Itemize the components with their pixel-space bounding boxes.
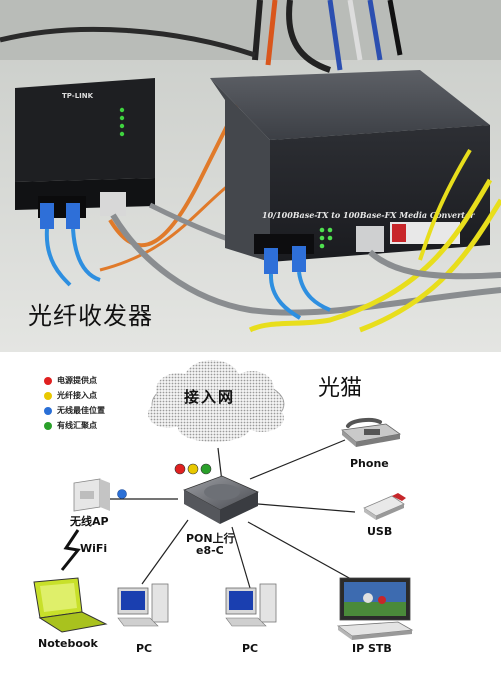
wireless-ap-label: 无线AP	[70, 515, 109, 528]
wireless-ap-icon	[73, 478, 110, 512]
cloud-label: 接入网	[184, 388, 236, 406]
photo-caption: 光纤收发器	[28, 302, 153, 330]
notebook-icon	[33, 577, 108, 633]
wireless-spot-dot	[117, 489, 127, 499]
center-label-line2: e8-C	[196, 544, 224, 557]
diagram-title: 光猫	[318, 376, 363, 401]
link-usb	[257, 503, 356, 513]
network-diagram	[33, 360, 414, 640]
pc-2-icon	[225, 583, 277, 627]
large-converter-label: 10/100Base-TX to 100Base-FX Media Conver…	[262, 210, 475, 220]
legend-dot	[44, 406, 52, 415]
ip-stb-label: IP STB	[352, 642, 392, 655]
link-stb	[247, 521, 361, 585]
notebook-label: Notebook	[38, 637, 98, 650]
legend-label: 光纤接入点	[57, 391, 97, 400]
wifi-signal-icon	[60, 529, 81, 571]
pc-1-label: PC	[136, 642, 153, 655]
legend-label: 电源提供点	[57, 376, 97, 385]
fiber-converter-photo: TP-LINK 10/100Base-TX to 100Base-FX Medi…	[0, 0, 501, 352]
link-pc2	[231, 526, 251, 589]
legend-dot	[44, 421, 52, 430]
legend-dot	[44, 391, 52, 400]
ip-stb-icon	[336, 577, 414, 640]
center-label-line1: PON上行	[186, 532, 235, 545]
legend-item: 无线最佳位置	[44, 403, 105, 418]
legend-label: 无线最佳位置	[57, 406, 105, 415]
access-network-cloud	[148, 360, 285, 442]
usb-label: USB	[367, 525, 393, 538]
usb-icon	[363, 493, 406, 520]
legend-dot	[44, 376, 52, 385]
legend: 电源提供点光纤接入点无线最佳位置有线汇聚点	[44, 373, 105, 433]
legend-item: 电源提供点	[44, 373, 105, 388]
phone-icon	[341, 417, 402, 447]
phone-label: Phone	[350, 457, 389, 470]
power-light	[174, 463, 186, 475]
legend-item: 有线汇聚点	[44, 418, 105, 433]
legend-item: 光纤接入点	[44, 388, 105, 403]
pc-2-label: PC	[242, 642, 259, 655]
legend-label: 有线汇聚点	[57, 421, 97, 430]
pc-1-icon	[117, 583, 169, 627]
fiber-light	[187, 463, 199, 475]
link-phone	[249, 439, 346, 480]
wifi-label: WiFi	[80, 542, 108, 555]
small-converter-brand: TP-LINK	[62, 92, 94, 100]
optical-modem-icon	[183, 475, 259, 524]
wired-light	[200, 463, 212, 475]
link-pc1	[141, 519, 189, 585]
